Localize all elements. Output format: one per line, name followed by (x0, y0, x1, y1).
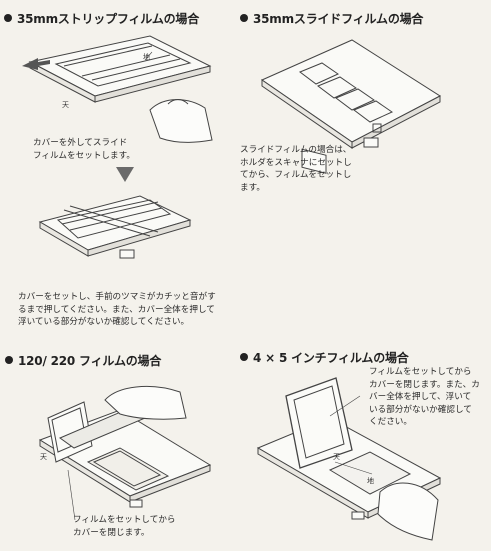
caption-line: いる部分がないか確認して (369, 404, 472, 415)
bullet-icon (5, 356, 13, 364)
medium-label-left: 天 (40, 453, 47, 461)
film4x5-heading-text: 4 × 5 インチフィルムの場合 (253, 351, 409, 365)
strip35-heading-text: 35mmストリップフィルムの場合 (17, 12, 200, 26)
film120-caption: フィルムをセットしてから カバーを閉じます。 (73, 514, 176, 539)
strip35-heading: 35mmストリップフィルムの場合 (4, 10, 199, 27)
strip-label-bottom: 天 (62, 101, 69, 109)
caption-line: てから、フィルムをセットし (240, 170, 352, 180)
slide35-heading-text: 35mmスライドフィルムの場合 (253, 12, 424, 26)
film4x5-heading: 4 × 5 インチフィルムの場合 (240, 349, 409, 366)
slide35-heading: 35mmスライドフィルムの場合 (240, 10, 423, 27)
caption-line: フィルムをセットします。 (33, 150, 135, 161)
caption-line: バー全体を押して、浮いて (369, 392, 472, 402)
strip-holder-closed-illustration (38, 195, 192, 259)
strip35-caption-2: カバーをセットし、手前のツマミがカチッと音がす るまで押してください。また、カバ… (18, 291, 216, 329)
label-line (144, 51, 153, 61)
large-label-bottom: 地 (367, 477, 374, 485)
film120-heading: 120/ 220 フィルムの場合 (5, 352, 161, 369)
large-label-top: 天 (333, 453, 340, 461)
caption-line: ホルダをスキャナにセットし (240, 157, 352, 168)
film120-heading-text: 120/ 220 フィルムの場合 (18, 354, 162, 368)
bullet-icon (240, 353, 248, 361)
caption-line: フィルムをセットしてから (73, 515, 176, 525)
medium-format-holder-illustration (38, 385, 212, 521)
caption-line: カバーを外してスライド (33, 138, 128, 148)
caption-line: カバーをセットし、手前のツマミがカチッと音がす (18, 292, 216, 302)
film4x5-caption: フィルムをセットしてから カバーを閉じます。また、カ バー全体を押して、浮いて … (369, 366, 480, 429)
slide-holder-illustration (260, 39, 441, 174)
slide35-caption: スライドフィルムの場合は、 ホルダをスキャナにセットし てから、フィルムをセット… (240, 144, 352, 194)
strip35-caption-1: カバーを外してスライド フィルムをセットします。 (33, 137, 135, 162)
bullet-icon (240, 14, 248, 22)
caption-line: ます。 (240, 182, 265, 193)
large-format-holder-illustration (256, 377, 442, 541)
caption-line: カバーを閉じます。また、カ (369, 379, 480, 390)
bullet-icon (4, 14, 12, 22)
strip-label-top: 地 (143, 53, 150, 61)
caption-line: スライドフィルムの場合は、 (240, 145, 352, 155)
caption-line: るまで押してください。また、カバー全体を押して (18, 304, 215, 315)
down-arrow-icon (116, 167, 134, 182)
caption-line: 浮いている部分がないか確認してください。 (18, 317, 190, 327)
caption-line: カバーを閉じます。 (73, 527, 150, 538)
caption-line: フィルムをセットしてから (369, 367, 472, 377)
strip-holder-open-illustration (22, 35, 213, 143)
caption-line: ください。 (369, 417, 412, 427)
